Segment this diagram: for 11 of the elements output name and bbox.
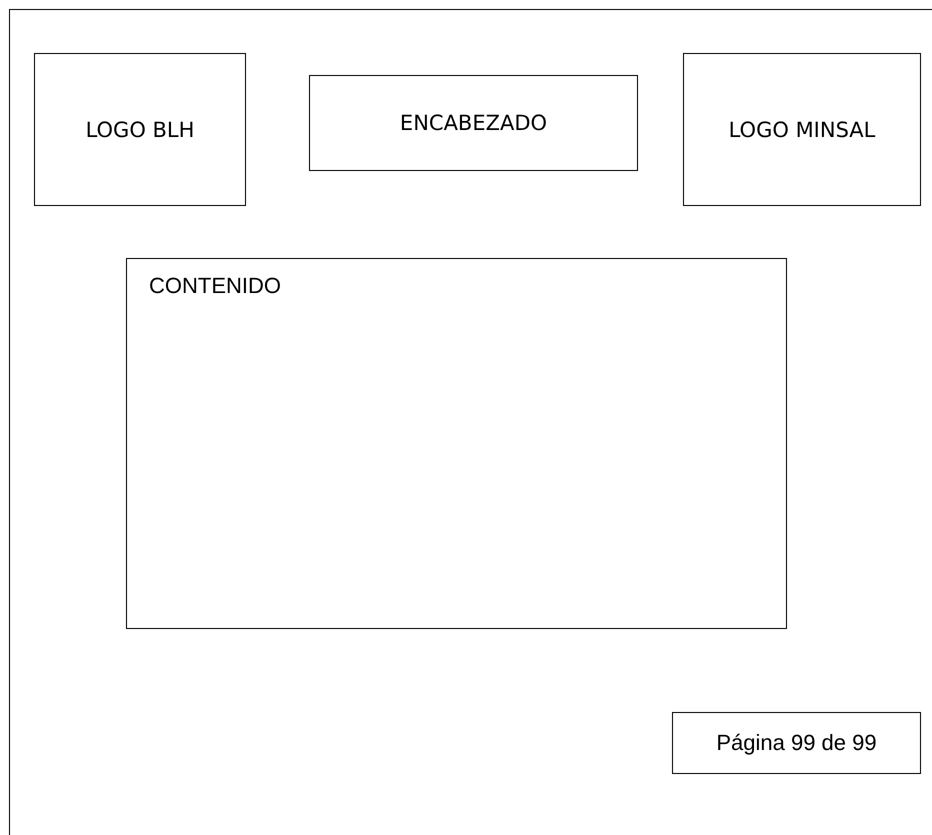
layout-box: [34, 53, 246, 206]
layout-box: [309, 75, 638, 171]
box-label: LOGO MINSAL: [728, 118, 876, 142]
box-label: ENCABEZADO: [400, 111, 548, 135]
box-label: CONTENIDO: [149, 273, 281, 299]
box-label: Página 99 de 99: [716, 730, 877, 756]
box-label: LOGO BLH: [86, 118, 194, 142]
layout-box: [126, 258, 787, 629]
layout-box: [672, 712, 921, 774]
layout-box: [683, 53, 921, 206]
page-frame: [9, 9, 932, 835]
